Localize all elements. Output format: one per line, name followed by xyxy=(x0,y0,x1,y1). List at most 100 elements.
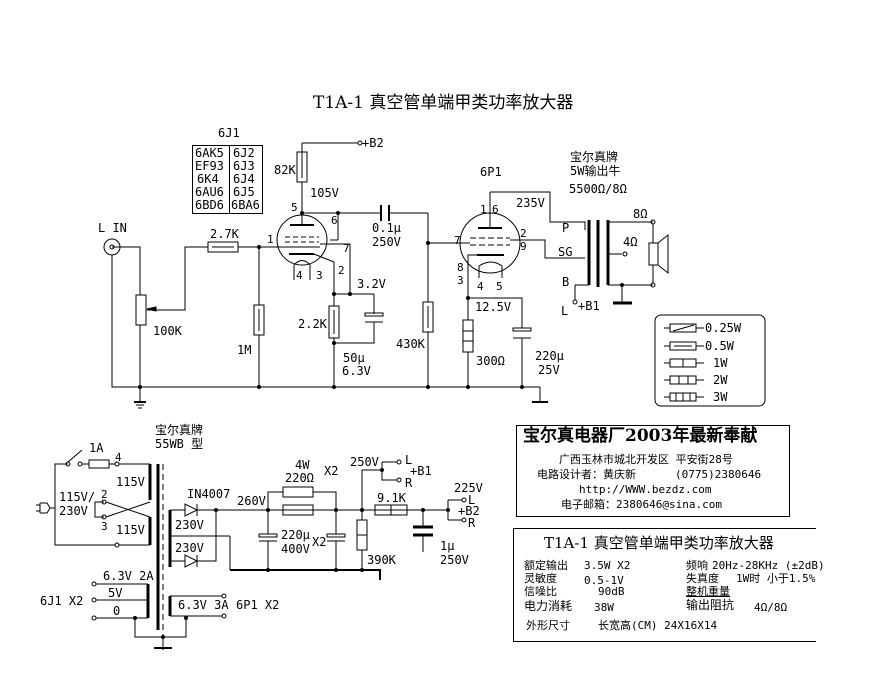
spec-value-dimensions: 长宽高(CM) 24X16X14 xyxy=(598,619,718,632)
spec-value-rated-output: 3.5W X2 xyxy=(584,559,631,572)
junction-dots xyxy=(133,211,624,639)
label-82k: 82K xyxy=(274,163,296,177)
mains-circuit xyxy=(36,449,152,548)
pin-1: 1 xyxy=(267,233,274,246)
vendor-designer: 电路设计者：黄庆新 xyxy=(537,468,636,481)
resistor-2k7 xyxy=(207,241,239,253)
pt-pin-4-label: 4 xyxy=(115,451,122,464)
label-50u: 50μ xyxy=(343,351,365,365)
tube-6p1 xyxy=(459,192,521,298)
legend-2w: 2W xyxy=(713,373,728,387)
legend-1w: 1W xyxy=(713,356,728,370)
speaker-icon xyxy=(648,219,669,288)
b2-label: +B2 xyxy=(458,504,480,518)
pin-4: 4 xyxy=(296,269,303,282)
label-225v: 225V xyxy=(454,481,483,495)
pin-7: 7 xyxy=(343,242,350,255)
label-x2-c: X2 xyxy=(312,535,327,549)
spec-label-impedance: 输出阻抗 xyxy=(686,598,735,612)
spec-label-snr: 信噪比 xyxy=(524,585,557,598)
label-250v: 250V xyxy=(372,235,401,249)
label-400v: 400V xyxy=(281,542,310,556)
spec-label-power: 电力消耗 xyxy=(524,599,573,613)
legend-0-5w: 0.5W xyxy=(705,339,734,353)
pin-3: 3 xyxy=(316,269,323,282)
spec-value-sensitivity: 0.5-1V xyxy=(584,574,624,587)
mains-230v: 230V xyxy=(59,504,88,518)
label-250v-b1: 250V xyxy=(350,455,379,469)
spec-value-freq: 20Hz-28KHz (±2dB) xyxy=(712,559,825,572)
label-105v: 105V xyxy=(310,186,339,200)
input-label: L IN xyxy=(98,221,127,235)
resistor-2k2 xyxy=(328,305,340,339)
label-1m: 1M xyxy=(237,343,252,357)
power-transformer xyxy=(146,464,172,650)
pt-pin-2-label: 2 xyxy=(101,488,108,501)
legend-3w: 3W xyxy=(713,390,728,404)
ot-ratio: 5500Ω/8Ω xyxy=(569,182,627,196)
tap-p: P xyxy=(562,221,570,235)
capacitor-50u xyxy=(364,312,384,323)
page-title: T1A-1 真空管单端甲类功率放大器 xyxy=(313,93,574,113)
pt-pin-1: 1 xyxy=(480,203,487,216)
rectifier-circuit xyxy=(170,459,467,580)
tube-sub-2: EF93 xyxy=(195,159,224,173)
heater-right-tubes: 6P1 X2 xyxy=(236,598,280,612)
heater-0: 0 xyxy=(113,604,121,618)
legend-0-25w: 0.25W xyxy=(705,321,742,335)
sec-230v-a: 230V xyxy=(175,518,204,532)
volume-pot-body xyxy=(135,294,147,326)
label-9k1: 9.1K xyxy=(377,491,406,505)
primary-115v-a: 115V xyxy=(116,475,145,489)
tube-sub-3: 6K4 xyxy=(197,172,219,186)
spec-label-sensitivity: 灵敏度 xyxy=(524,572,557,585)
tube-sub-7: 6J3 xyxy=(233,159,255,173)
resistor-82k xyxy=(296,151,308,183)
label-0u1: 0.1μ xyxy=(372,221,401,235)
label-12v5: 12.5V xyxy=(475,300,512,314)
heater-6v3-3a: 6.3V 3A xyxy=(178,598,229,612)
vendor-website[interactable]: http://WWW.bezdz.com xyxy=(579,483,712,496)
label-430k: 430K xyxy=(396,337,425,351)
vendor-info-box: 宝尔真电器厂2003年最新奉献 广西玉林市城北开发区 平安街28号 电路设计者：… xyxy=(516,425,790,517)
spec-value-snr: 90dB xyxy=(598,585,625,598)
mains-115v: 115V/ xyxy=(59,490,96,504)
tap-b1: +B1 xyxy=(578,299,600,313)
pt-brand: 宝尔真牌 xyxy=(155,423,204,437)
label-390k: 390K xyxy=(367,553,396,567)
label-220u: 220μ xyxy=(535,349,564,363)
tap-sg: SG xyxy=(558,245,573,259)
b2-l: L xyxy=(468,493,476,507)
b2-terminal xyxy=(357,140,363,146)
tube-6j1 xyxy=(276,213,335,280)
label-b2: +B2 xyxy=(362,136,384,150)
pt-pin-9: 9 xyxy=(520,240,527,253)
vendor-email[interactable]: 电子邮箱：2380646@sina.com xyxy=(561,498,722,511)
label-220ohm: 220Ω xyxy=(285,471,314,485)
label-1u: 1μ xyxy=(440,539,455,553)
b1-label: +B1 xyxy=(410,464,432,478)
sec-4ohm: 4Ω xyxy=(623,235,638,249)
spec-label-dimensions: 外形尺寸 xyxy=(526,619,570,632)
resistor-220ohm-a xyxy=(282,486,314,498)
ot-type: 5W输出牛 xyxy=(570,164,621,178)
label-2k2: 2.2K xyxy=(298,317,327,331)
vendor-address: 广西玉林市城北开发区 平安街28号 xyxy=(559,453,733,466)
b2-r: R xyxy=(468,516,476,530)
resistor-220ohm-b xyxy=(282,504,314,516)
legend-symbols xyxy=(664,323,704,402)
heater-left-tubes: 6J1 X2 xyxy=(40,594,84,608)
pt-pin-2: 2 xyxy=(520,227,527,240)
label-250v-c: 250V xyxy=(440,553,469,567)
b1-l: L xyxy=(405,453,413,467)
b1-r: R xyxy=(405,476,413,490)
label-25v: 25V xyxy=(538,363,560,377)
spec-label-distortion: 失真度 xyxy=(686,572,719,585)
tube-sub-1: 6AK5 xyxy=(195,146,224,160)
label-300ohm: 300Ω xyxy=(476,354,505,368)
pin-6: 6 xyxy=(331,214,338,227)
label-3v2: 3.2V xyxy=(357,277,386,291)
sec-230v-b: 230V xyxy=(175,541,204,555)
pin-5: 5 xyxy=(291,201,298,214)
